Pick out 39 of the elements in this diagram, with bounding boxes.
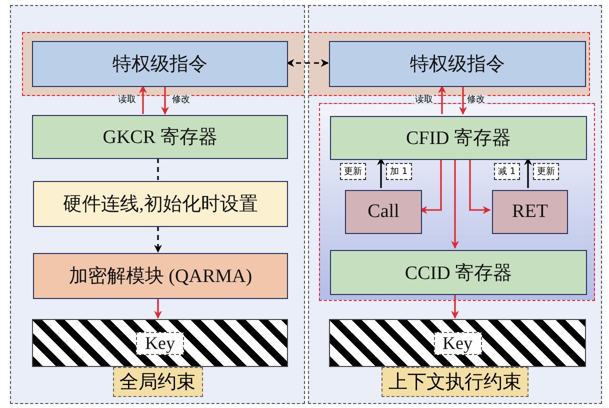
arrow: [438, 85, 446, 114]
arrow: [459, 86, 467, 115]
arrow: [161, 86, 169, 115]
annotation-label: 减 1: [494, 163, 520, 180]
panel-title-tag: 全局约束: [112, 367, 202, 397]
annotation-label: 更新: [340, 163, 366, 180]
constraint-panel: [308, 5, 602, 404]
ret-box: RET: [492, 190, 568, 234]
arrow: [451, 293, 459, 319]
edge-label: 修改: [171, 95, 191, 106]
context-region: [319, 103, 595, 301]
instruction-box: 特权级指令: [329, 41, 586, 87]
edge-label: 读取: [117, 95, 137, 106]
key-label: Key: [136, 332, 184, 354]
key-label: Key: [434, 332, 482, 354]
annotation-label: 更新: [533, 163, 559, 180]
register-box: CFID 寄存器: [330, 116, 587, 160]
edge-label: 修改: [466, 95, 486, 106]
arrow: [154, 226, 162, 253]
hatched-key-bar: [32, 319, 288, 367]
register-box: GKCR 寄存器: [32, 115, 288, 159]
arrow: [469, 158, 491, 214]
constraint-panel: [10, 5, 305, 404]
arrow: [451, 158, 459, 249]
annotation-label: 加 1: [386, 163, 412, 180]
arrow: [524, 157, 532, 188]
arrow: [286, 59, 329, 67]
instruction-box: 特权级指令: [32, 41, 288, 87]
arrow: [154, 298, 162, 319]
hatched-key-bar: [329, 319, 586, 367]
panel-title-tag: 上下文执行约束: [382, 367, 528, 397]
call-box: Call: [345, 190, 422, 234]
arrow: [419, 158, 442, 214]
register-box: CCID 寄存器: [330, 250, 587, 295]
setting-box: 硬件连线,初始化时设置: [33, 181, 288, 227]
crypto-module-box: 加密解模块 (QARMA): [33, 253, 288, 299]
arrow: [139, 85, 147, 114]
edge-label: 读取: [414, 95, 434, 106]
arrow: [377, 157, 385, 188]
